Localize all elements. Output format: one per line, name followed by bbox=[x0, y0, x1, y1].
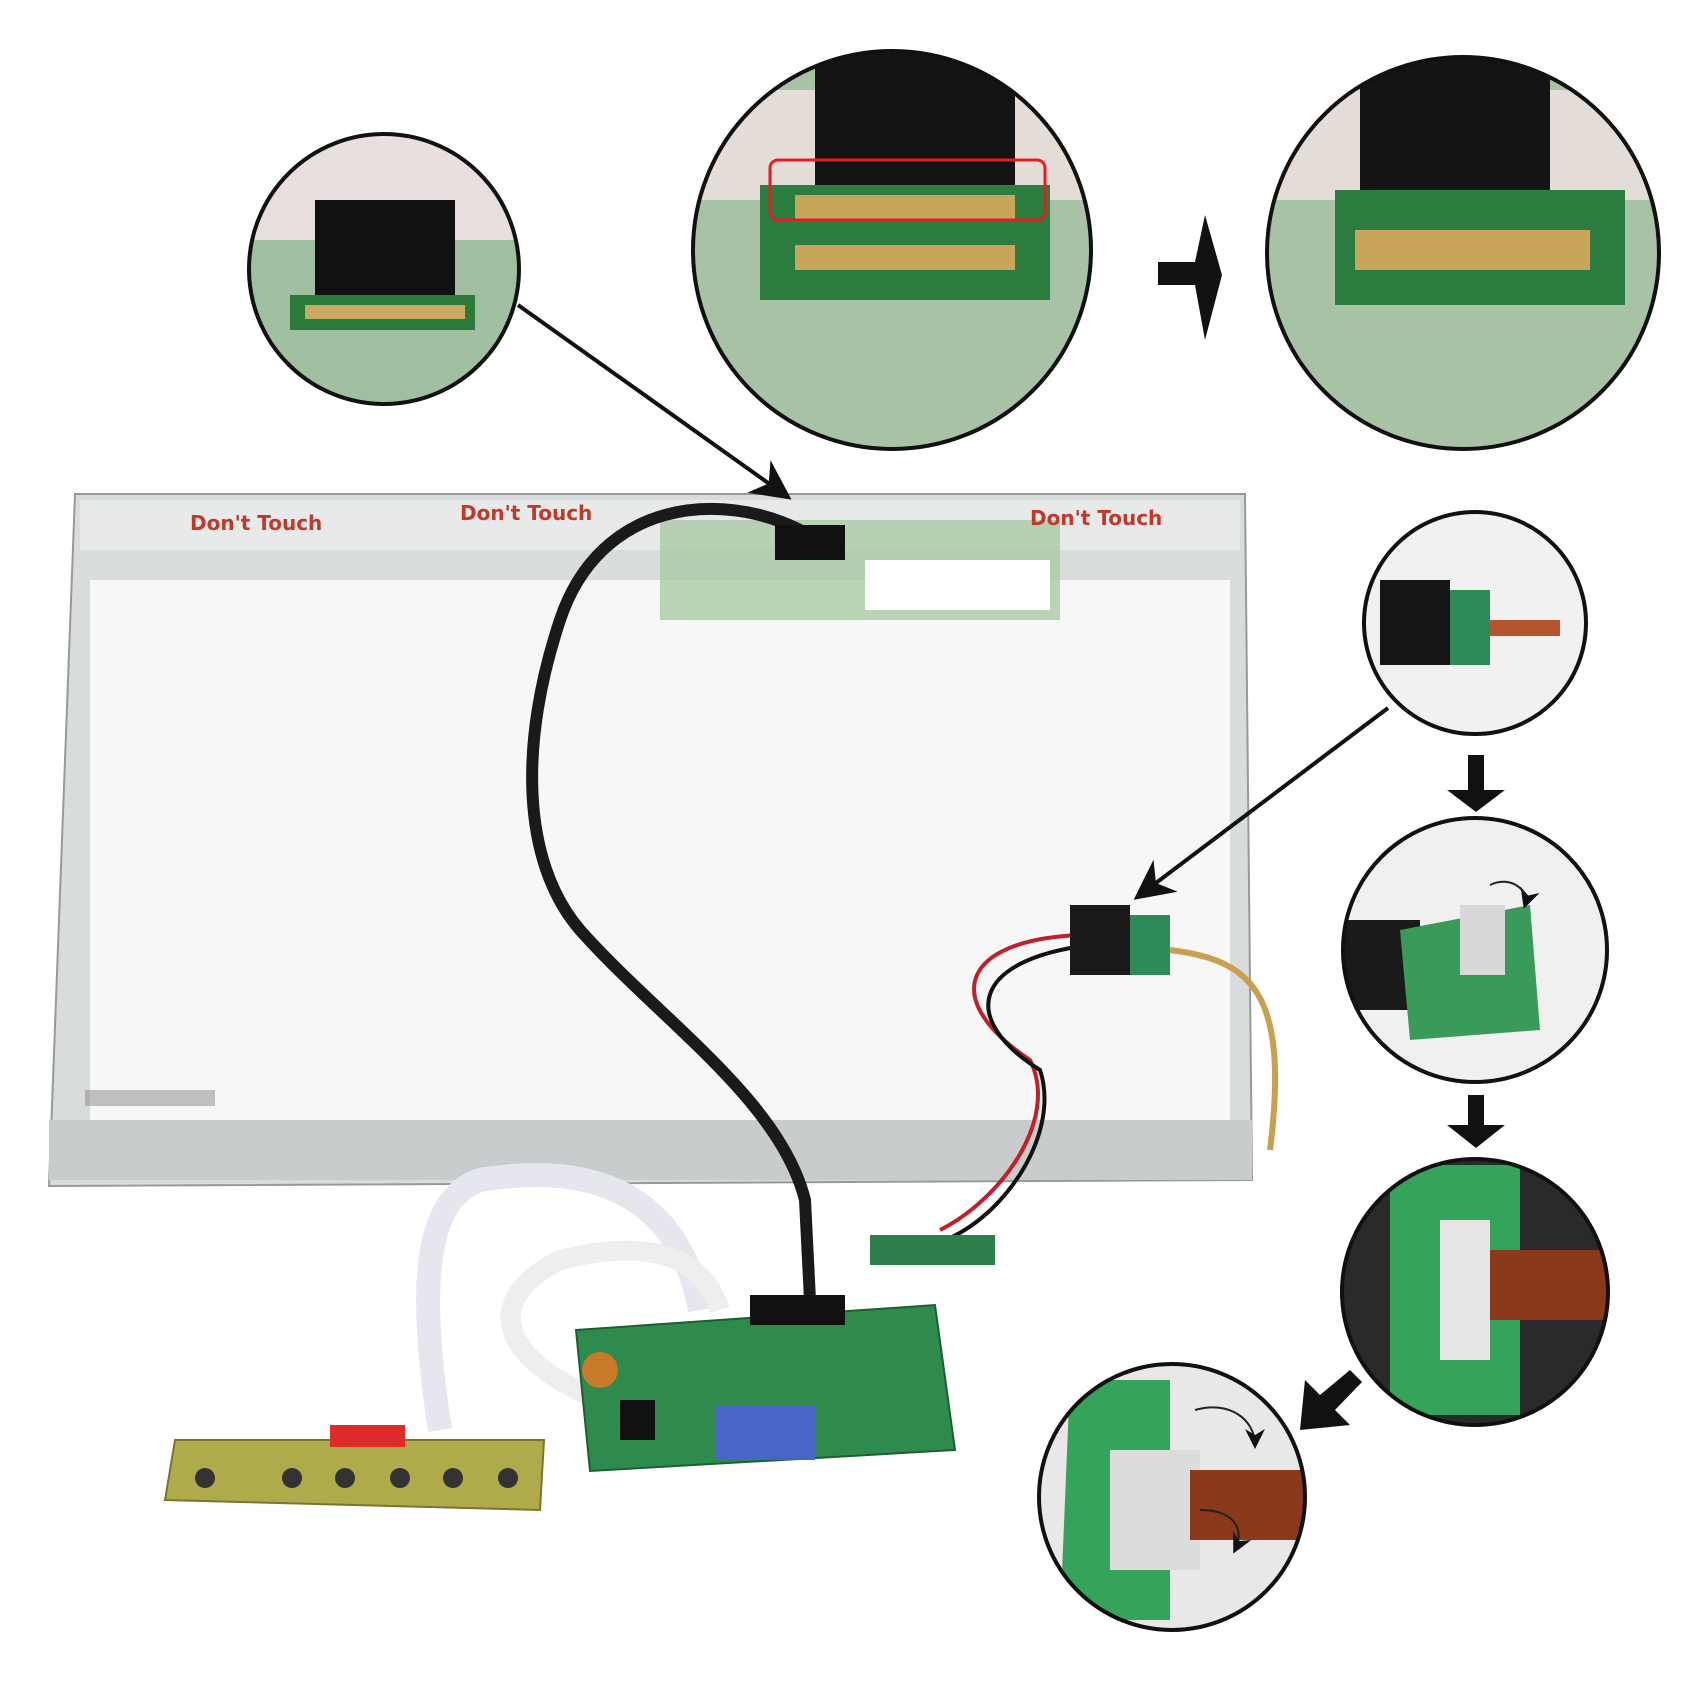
arrow-down-icon bbox=[1447, 755, 1505, 812]
detail-circle-lvds-small bbox=[249, 134, 519, 404]
inverter-board bbox=[870, 1235, 995, 1265]
detail-circle-lvds-closed bbox=[1267, 57, 1659, 449]
detail-circle-backlight bbox=[1364, 512, 1586, 734]
barcode bbox=[85, 1090, 215, 1106]
lcd-panel: Don't Touch Don't Touch Don't Touch bbox=[47, 493, 1254, 1188]
dc-jack bbox=[620, 1400, 655, 1440]
detail-circle-flip-latch bbox=[1343, 818, 1607, 1082]
warning-label: Don't Touch bbox=[190, 511, 322, 535]
backlight-connector bbox=[1070, 905, 1130, 975]
arrow-right-icon bbox=[1158, 215, 1222, 340]
driver-board bbox=[574, 1295, 957, 1473]
detail-circle-insert-fpc bbox=[1342, 1159, 1608, 1425]
inductor bbox=[582, 1352, 618, 1388]
lvds-connector bbox=[775, 525, 845, 560]
vga-port bbox=[715, 1405, 815, 1460]
detail-circle-lock-latch bbox=[1039, 1364, 1305, 1630]
warning-label: Don't Touch bbox=[460, 501, 592, 525]
panel-label-sticker bbox=[865, 560, 1050, 610]
lvds-cable bbox=[526, 502, 816, 1301]
highlight-box bbox=[768, 158, 1047, 222]
arrow-down-icon bbox=[1447, 1095, 1505, 1148]
backlight-wires bbox=[939, 933, 1081, 1232]
detail-circle-lvds-open bbox=[693, 51, 1091, 449]
keypad-board bbox=[163, 1425, 546, 1512]
pointer-arrow bbox=[516, 303, 792, 500]
rotate-arrow-icon bbox=[1489, 880, 1540, 909]
warning-label: Don't Touch bbox=[1030, 506, 1162, 530]
lvds-header bbox=[750, 1295, 845, 1325]
keypad-ribbon bbox=[416, 1163, 712, 1432]
pointer-arrow bbox=[1133, 706, 1390, 900]
arrow-down-left-icon bbox=[1300, 1370, 1362, 1430]
